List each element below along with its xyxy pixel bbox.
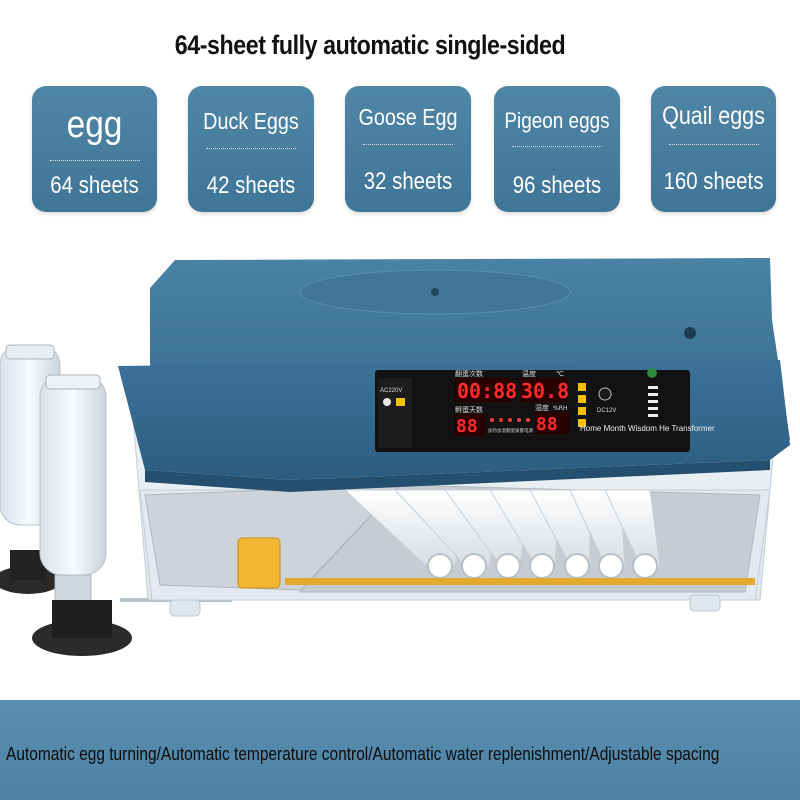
ok-button[interactable] (578, 419, 586, 427)
time-display: 00:88 (457, 379, 517, 403)
card-name: egg (66, 104, 123, 146)
voltage-label: AC220V (380, 388, 402, 394)
water-bottle-front (32, 374, 132, 656)
incubator-illustration: AC220V 翻蛋次数 00:88 温度 ℃ 30.8 孵蛋天数 88 湿度 %… (0, 258, 790, 656)
card-divider (511, 146, 603, 147)
indicator-alarm: 报警 (515, 427, 524, 434)
card-name: Quail eggs (662, 102, 765, 130)
dc-port[interactable] (598, 387, 612, 401)
turning-motor (237, 537, 281, 589)
indicator-heat: 加热 (488, 427, 497, 434)
card-divider (362, 144, 454, 145)
indicator-turn: 翻蛋 (506, 427, 515, 434)
temperature-label: 温度 (522, 369, 536, 378)
card-count: 32 sheets (363, 168, 453, 195)
indicator-power: 电源 (524, 427, 533, 434)
incubation-days-display: 88 (456, 416, 478, 437)
turn-count-label: 翻蛋次数 (455, 369, 483, 378)
card-duck-eggs: Duck Eggs 42 sheets (188, 86, 314, 212)
feature-text: Automatic egg turning/Automatic temperat… (6, 744, 720, 764)
incubation-days-label: 孵蛋天数 (455, 405, 483, 414)
card-divider (49, 160, 140, 161)
card-divider (205, 148, 297, 149)
card-goose-egg: Goose Egg 32 sheets (345, 86, 471, 212)
card-pigeon-eggs: Pigeon eggs 96 sheets (494, 86, 620, 212)
card-count: 96 sheets (512, 172, 602, 199)
temperature-unit: ℃ (556, 370, 564, 378)
card-count: 42 sheets (206, 172, 296, 199)
headline: 64-sheet fully automatic single-sided (174, 30, 566, 60)
roller-gears (427, 553, 658, 579)
card-quail-eggs: Quail eggs 160 sheets (651, 86, 776, 212)
humidity-unit: %RH (553, 405, 567, 412)
card-name: Goose Egg (358, 104, 458, 130)
gear-rack (285, 578, 755, 585)
humidity-display: 88 (536, 414, 558, 435)
indicator-humidify: 加湿 (497, 427, 506, 434)
up-button[interactable] (578, 395, 586, 403)
card-divider (668, 144, 759, 145)
down-button[interactable] (578, 407, 586, 415)
card-name: Duck Eggs (203, 108, 299, 134)
brand-tree-icon (647, 368, 657, 378)
dc-label: DC12V (597, 408, 616, 414)
card-egg: egg 64 sheets (32, 86, 157, 212)
turning-rollers (343, 489, 661, 566)
menu-button[interactable] (578, 383, 586, 391)
feature-banner: Automatic egg turning/Automatic temperat… (0, 700, 800, 800)
control-panel: AC220V 翻蛋次数 00:88 温度 ℃ 30.8 孵蛋天数 88 湿度 %… (375, 368, 715, 452)
brand-text: Home Month Wisdom He Transformer (580, 424, 715, 433)
card-count: 160 sheets (663, 168, 764, 195)
card-count: 64 sheets (50, 172, 139, 199)
power-switch[interactable] (383, 398, 391, 406)
card-name: Pigeon eggs (504, 108, 610, 133)
humidity-label: 湿度 (535, 403, 549, 412)
temperature-display: 30.8 (521, 379, 569, 403)
